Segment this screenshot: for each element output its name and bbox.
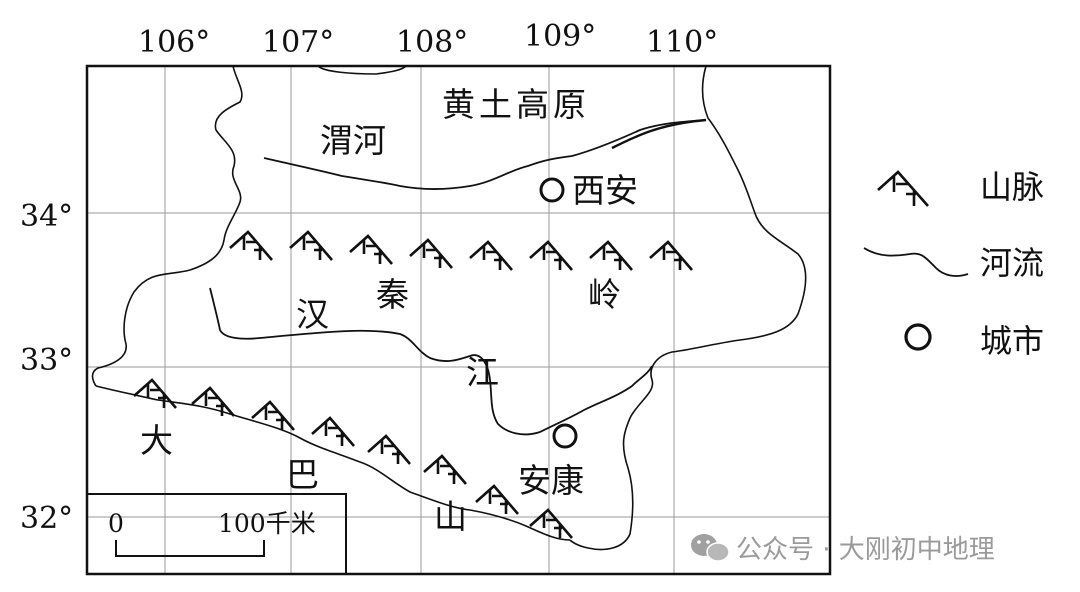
south-river bbox=[95, 385, 571, 541]
mountain-symbol bbox=[367, 434, 411, 465]
han-river bbox=[209, 287, 653, 436]
ankang-city-marker bbox=[552, 423, 578, 449]
label-da: 大 bbox=[140, 421, 173, 460]
lon-label-107: 107° bbox=[262, 25, 334, 60]
mountain-symbol bbox=[529, 240, 573, 271]
longitude-labels: 106° 107° 108° 109° 110° bbox=[138, 19, 718, 60]
mountain-symbol bbox=[649, 240, 693, 271]
scale-bar-box bbox=[87, 493, 347, 574]
mountain-symbol bbox=[423, 454, 467, 485]
mountain-symbol bbox=[529, 508, 573, 539]
lon-label-106: 106° bbox=[138, 25, 210, 60]
legend-mountain-label: 山脉 bbox=[980, 168, 1044, 206]
legend-mountain-icon bbox=[877, 170, 929, 207]
watermark-text: 公众号 · 大刚初中地理 bbox=[736, 535, 995, 565]
mountain-symbol bbox=[349, 234, 393, 265]
mountain-symbol bbox=[229, 230, 273, 261]
mountain-symbol bbox=[311, 416, 355, 447]
daba-mountain-range bbox=[133, 378, 573, 539]
lat-label-32: 32° bbox=[20, 501, 73, 536]
region-boundary bbox=[91, 65, 807, 551]
legend: 山脉 河流 城市 bbox=[863, 168, 1044, 360]
label-han: 汉 bbox=[296, 295, 329, 334]
label-ling: 岭 bbox=[588, 275, 621, 314]
mountain-symbol bbox=[133, 378, 177, 409]
lat-label-34: 34° bbox=[20, 199, 73, 234]
scale-distance-label: 100千米 bbox=[218, 509, 316, 538]
mountain-symbol bbox=[475, 484, 519, 515]
scale-zero-label: 0 bbox=[108, 509, 124, 538]
mountain-symbol bbox=[469, 240, 513, 271]
graticule bbox=[87, 66, 830, 574]
lon-label-110: 110° bbox=[646, 25, 718, 60]
mountain-symbol bbox=[289, 230, 333, 261]
legend-city-icon bbox=[904, 323, 932, 351]
yellow-river-segment bbox=[611, 118, 707, 150]
qinling-mountain-range bbox=[229, 230, 693, 271]
lon-label-109: 109° bbox=[524, 19, 596, 54]
watermark: 公众号 · 大刚初中地理 bbox=[691, 534, 995, 565]
lon-label-108: 108° bbox=[396, 25, 468, 60]
latitude-labels: 34° 33° 32° bbox=[20, 199, 73, 536]
wechat-icon bbox=[691, 534, 730, 562]
scale-bar-line bbox=[115, 540, 265, 557]
label-qin: 秦 bbox=[376, 275, 409, 314]
wei-river bbox=[263, 119, 707, 190]
label-wei-river: 渭河 bbox=[320, 121, 386, 160]
mountain-symbol bbox=[251, 400, 295, 431]
scale-bar: 0 100千米 bbox=[87, 493, 347, 574]
tributary-north bbox=[317, 65, 407, 75]
map-frame bbox=[85, 64, 832, 576]
label-xian: 西安 bbox=[572, 171, 638, 210]
mountain-symbol bbox=[191, 386, 235, 417]
mountain-symbol bbox=[589, 240, 633, 271]
label-loess-plateau: 黄土高原 bbox=[442, 85, 590, 124]
lat-label-33: 33° bbox=[20, 343, 73, 378]
legend-river-icon bbox=[863, 247, 969, 277]
legend-river-label: 河流 bbox=[980, 244, 1044, 282]
xian-city-marker bbox=[539, 177, 565, 203]
mountain-symbol bbox=[409, 238, 453, 269]
legend-city-label: 城市 bbox=[980, 322, 1044, 360]
label-shan: 山 bbox=[434, 497, 467, 536]
label-ba: 巴 bbox=[286, 455, 319, 494]
label-ankang: 安康 bbox=[518, 461, 584, 500]
label-jiang: 江 bbox=[466, 353, 499, 392]
